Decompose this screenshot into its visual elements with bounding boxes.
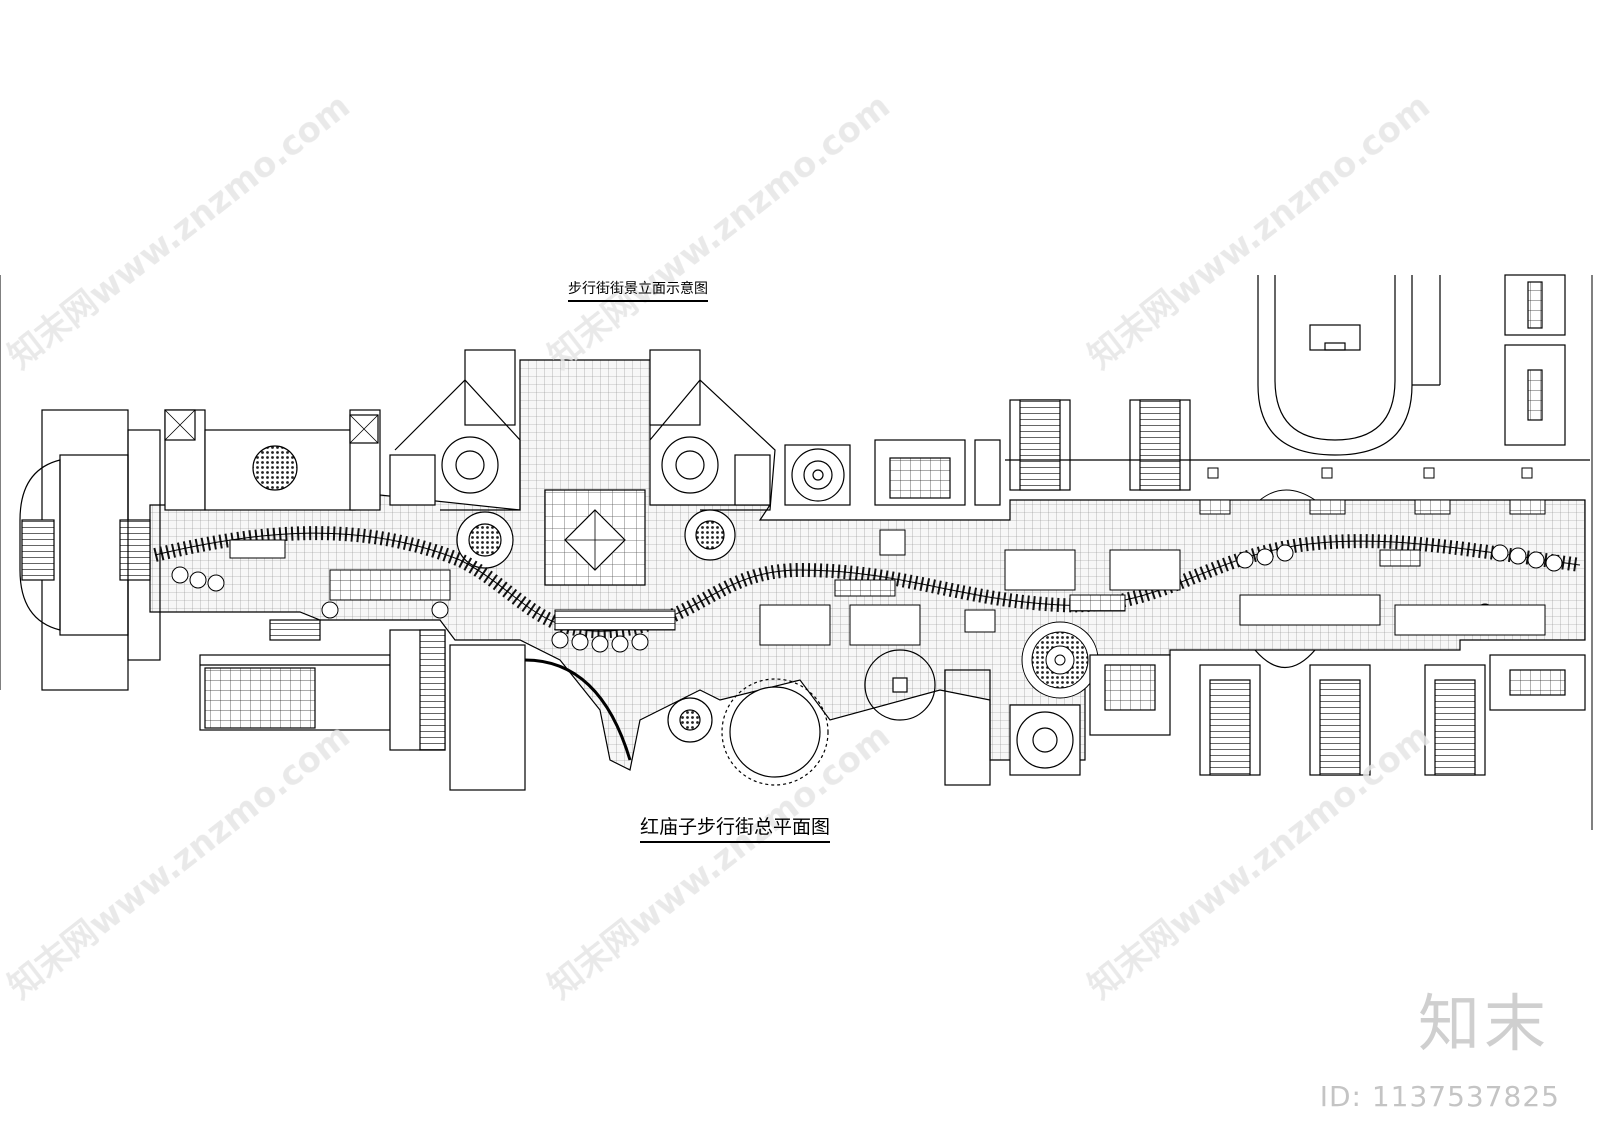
left-building — [164, 409, 381, 511]
elevation-caption: 步行街街景立面示意图 — [568, 278, 708, 302]
left-stadium — [19, 409, 161, 691]
watermark-text: 知末网www.znzmo.com — [1, 716, 358, 1007]
south-buildings — [199, 619, 1586, 791]
watermark-text: 知末网www.znzmo.com — [1, 86, 358, 377]
middle-north-buildings — [784, 399, 1590, 506]
north-plaza — [389, 349, 776, 586]
watermark-text: 知末网www.znzmo.com — [541, 86, 898, 377]
rest-areas — [229, 529, 1546, 646]
watermark-text: 知末网www.znzmo.com — [1081, 86, 1438, 377]
tree-belt — [153, 526, 1581, 639]
fountain — [1021, 621, 1099, 699]
boundary-lines — [0, 275, 1593, 830]
plan-caption: 红庙子步行街总平面图 — [640, 812, 831, 843]
brand-logo: 知末 — [1417, 987, 1550, 1060]
watermark-text: 知末网www.znzmo.com — [541, 716, 898, 1007]
asset-id-label: ID: 1137537825 — [1319, 1080, 1560, 1113]
north-markers — [1199, 467, 1546, 515]
sports-field — [1257, 274, 1566, 456]
